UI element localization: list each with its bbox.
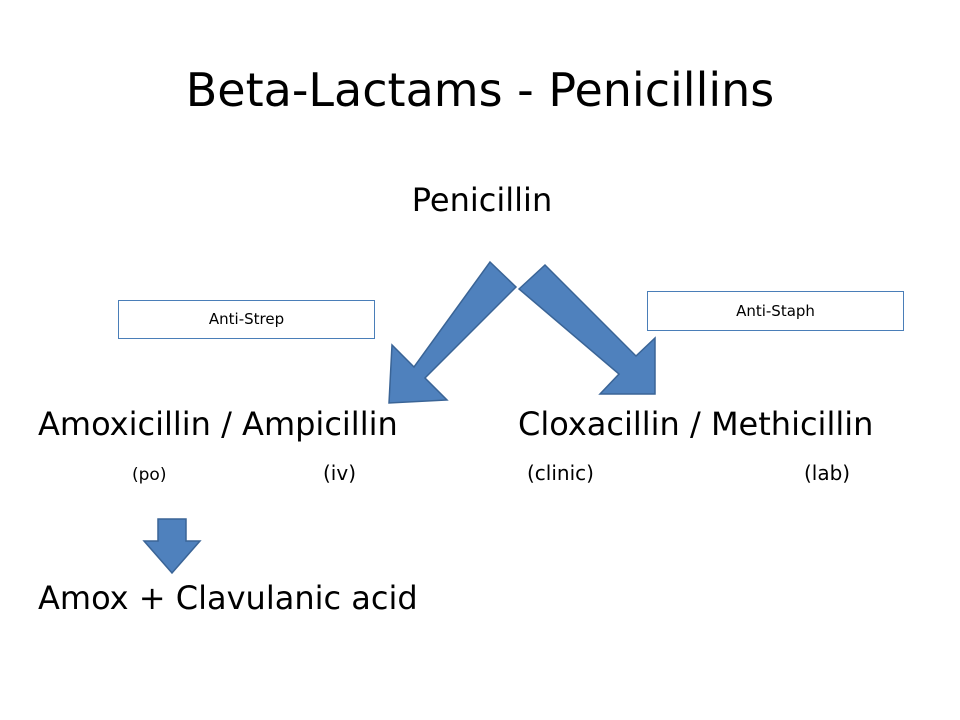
right-branch-label: Cloxacillin / Methicillin xyxy=(518,405,874,443)
anti-staph-tag-text: Anti-Staph xyxy=(736,301,815,320)
anti-staph-tag: Anti-Staph xyxy=(647,291,904,331)
arrow-to-right-branch-icon xyxy=(517,263,656,395)
route-lab-label: (lab) xyxy=(804,461,851,485)
arrow-to-left-branch-icon xyxy=(388,260,518,404)
root-drug-label: Penicillin xyxy=(411,181,553,219)
derived-combination-label: Amox + Clavulanic acid xyxy=(38,579,418,617)
route-iv-label: (iv) xyxy=(323,461,356,485)
left-branch-label: Amoxicillin / Ampicillin xyxy=(38,405,398,443)
anti-strep-tag-text: Anti-Strep xyxy=(208,310,285,328)
slide-title: Beta-Lactams - Penicillins xyxy=(185,63,775,117)
route-po-label: (po) xyxy=(132,465,167,485)
anti-strep-tag: Anti-Strep xyxy=(118,300,375,339)
route-clinic-label: (clinic) xyxy=(527,461,594,485)
arrow-down-to-derived-icon xyxy=(142,518,202,575)
